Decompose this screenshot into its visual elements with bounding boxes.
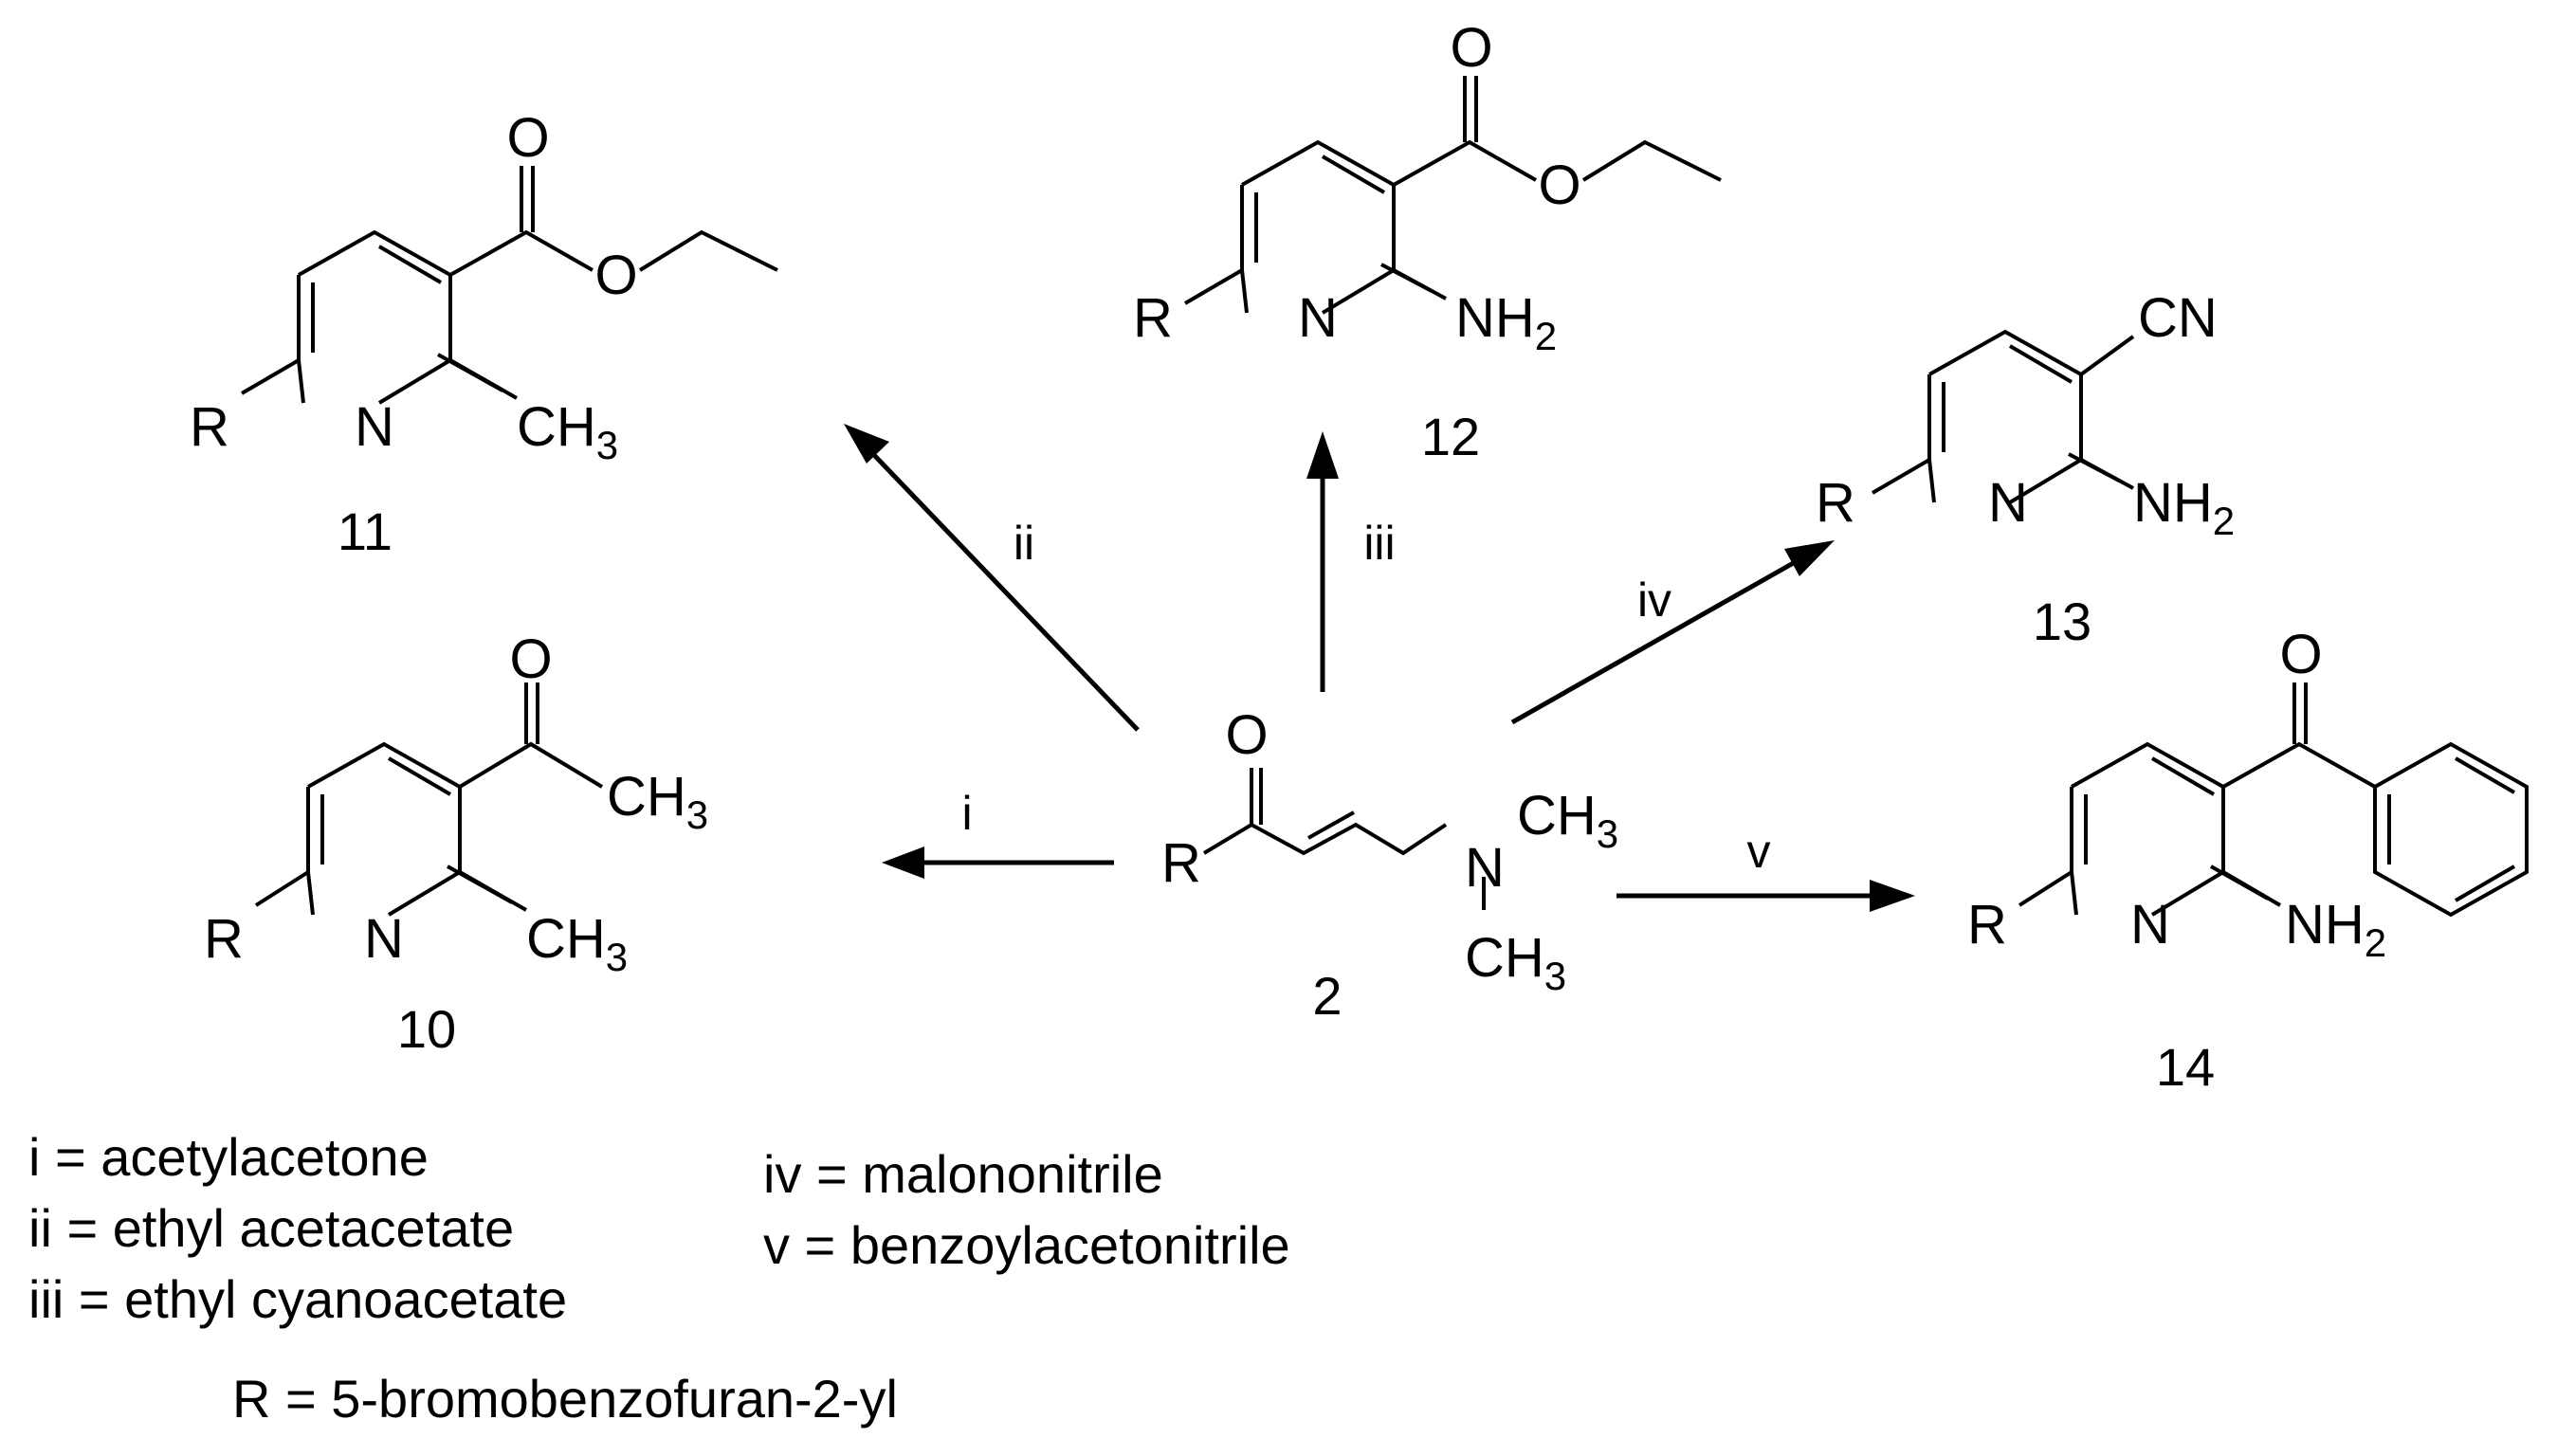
arrow-ii: ii	[844, 424, 1140, 732]
reagent-label-ii: ii	[1014, 517, 1034, 570]
compound-number: 12	[1421, 407, 1480, 466]
compound-11: O O N CH3 R 11	[190, 107, 778, 561]
nitrogen-label: N	[1298, 287, 1338, 349]
arrow-i: i	[882, 787, 1114, 879]
nitrogen-label: N	[364, 908, 404, 970]
methyl-label: CH3	[1517, 785, 1618, 856]
methyl-label: CH3	[517, 396, 618, 467]
compound-number: 11	[338, 501, 393, 561]
nitrogen-label: N	[1988, 472, 2028, 534]
r-group-label: R	[1161, 832, 1201, 894]
methyl-label: CH3	[1465, 927, 1566, 998]
reagent-label-i: i	[961, 787, 972, 840]
compound-10: O CH3 N CH3 R 10	[204, 628, 708, 1059]
r-group-label: R	[1133, 287, 1173, 349]
oxygen-label: O	[506, 107, 549, 169]
compound-number: 14	[2156, 1037, 2215, 1097]
amino-label: NH2	[2285, 894, 2386, 965]
oxygen-label: O	[594, 245, 637, 306]
r-group-label: R	[190, 396, 229, 458]
legend-ii: ii = ethyl acetacetate	[28, 1198, 514, 1258]
compound-2: O R N CH3 CH3 2	[1161, 704, 1618, 1026]
methyl-label: CH3	[607, 766, 708, 837]
amino-label: NH2	[1455, 287, 1557, 358]
nitrogen-label: N	[1465, 837, 1505, 899]
compound-number: 2	[1312, 966, 1342, 1026]
r-group-label: R	[204, 908, 244, 970]
oxygen-label: O	[1225, 704, 1268, 766]
arrow-iv: iv	[1510, 540, 1835, 725]
r-group-label: R	[1816, 472, 1855, 534]
nitrogen-label: N	[2130, 894, 2170, 956]
compound-14: O N NH2 R 14	[1967, 624, 2529, 1097]
oxygen-label: O	[1450, 17, 1492, 79]
nitrile-label: CN	[2138, 287, 2218, 349]
reagent-label-iii: iii	[1363, 517, 1395, 570]
reagent-legend: i = acetylacetone ii = ethyl acetacetate…	[28, 1127, 1290, 1429]
nitrogen-label: N	[355, 396, 394, 458]
methyl-label: CH3	[526, 908, 628, 979]
arrow-v: v	[1616, 825, 1915, 912]
r-group-label: R	[1967, 894, 2007, 956]
compound-13: CN N NH2 R 13	[1816, 287, 2235, 651]
reagent-label-iv: iv	[1637, 573, 1671, 627]
arrow-iii: iii	[1306, 431, 1396, 692]
legend-iv: iv = malononitrile	[763, 1144, 1163, 1204]
oxygen-label: O	[2279, 624, 2322, 685]
legend-v: v = benzoylacetonitrile	[763, 1215, 1290, 1275]
reagent-label-v: v	[1747, 825, 1771, 878]
compound-number: 10	[397, 999, 456, 1059]
amino-label: NH2	[2133, 472, 2235, 543]
legend-iii: iii = ethyl cyanoacetate	[28, 1269, 567, 1329]
legend-i: i = acetylacetone	[28, 1127, 429, 1187]
oxygen-label: O	[509, 628, 552, 690]
legend-r-group: R = 5-bromobenzofuran-2-yl	[232, 1369, 898, 1429]
compound-12: O O N NH2 R 12	[1133, 17, 1722, 466]
compound-number: 13	[2033, 592, 2091, 651]
oxygen-label: O	[1538, 155, 1580, 216]
